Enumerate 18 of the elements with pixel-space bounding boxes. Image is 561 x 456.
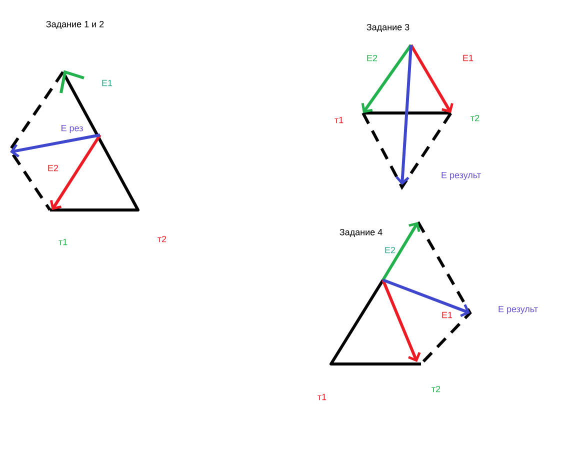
vector-label: E1: [463, 54, 474, 62]
charge-label: т1: [318, 394, 326, 400]
vector-label: E1: [442, 312, 452, 318]
vector-label: E результ: [498, 306, 538, 314]
vector-label: E2: [48, 164, 58, 172]
vector-label: E рез: [62, 124, 83, 134]
task-heading: Задание 1 и 2: [46, 20, 104, 30]
charge-label: т1: [334, 116, 344, 124]
charge-label: т1: [58, 238, 68, 246]
vector-label: E2: [385, 246, 396, 254]
charge-label: т2: [158, 236, 166, 242]
charge-label: т2: [470, 114, 480, 122]
vector-label: E результ: [442, 172, 481, 180]
vector-label: E2: [367, 54, 378, 62]
task-heading: Задание 4: [340, 228, 382, 238]
task-heading: Задание 3: [366, 24, 410, 32]
charge-label: т2: [432, 386, 440, 392]
vector-label: E1: [102, 80, 112, 86]
